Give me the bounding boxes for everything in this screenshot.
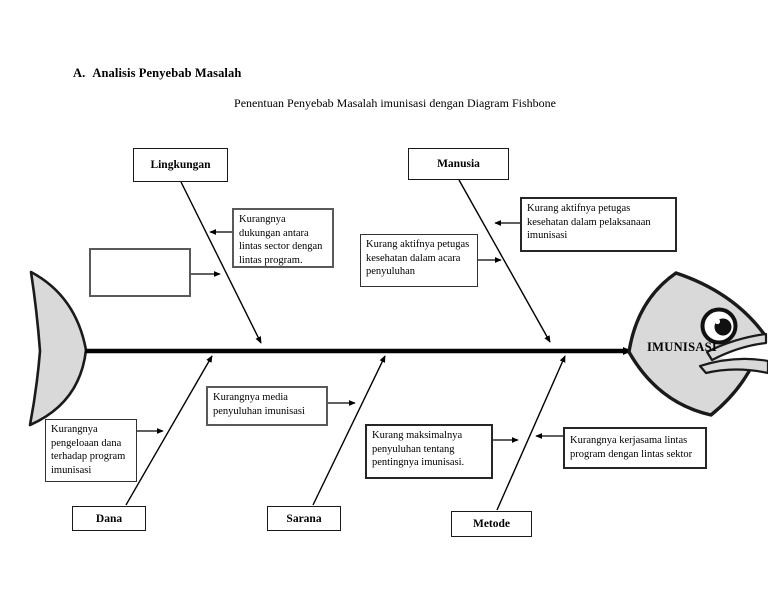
cause-box-aktif-acara-penyuluhan: Kurang aktifnya petugas kesehatan dalam … <box>360 234 478 287</box>
category-box-metode: Metode <box>451 511 532 537</box>
category-label: Dana <box>95 512 123 525</box>
category-box-sarana: Sarana <box>267 506 341 531</box>
cause-box-kerjasama-lintas: Kurangnya kerjasama lintas program denga… <box>563 427 707 469</box>
cause-box-dukungan-lintas: Kurangnya dukungan antara lintas sector … <box>232 208 334 268</box>
fish-tail-icon <box>28 270 88 427</box>
fish-head-icon <box>627 271 768 417</box>
category-label: Metode <box>472 518 511 530</box>
bone-sarana <box>312 355 386 506</box>
fish-lower-lip <box>698 357 768 375</box>
category-box-lingkungan: Lingkungan <box>133 148 228 182</box>
cause-box-media-penyuluhan: Kurangnya media penyuluhan imunisasi <box>206 386 328 426</box>
section-title: Analisis Penyebab Masalah <box>92 66 242 80</box>
bone-metode <box>496 355 566 511</box>
fish-eye-highlight <box>714 318 721 325</box>
cause-box-empty <box>89 248 191 297</box>
diagram-subtitle: Penentuan Penyebab Masalah imunisasi den… <box>234 96 556 110</box>
section-number: A. <box>73 66 86 80</box>
fish-head-shape <box>627 271 766 417</box>
category-box-dana: Dana <box>72 506 146 531</box>
cause-box-pengeloaan-dana: Kurangnya pengeloaan dana terhadap progr… <box>45 419 137 482</box>
cause-box-aktif-pelaksanaan: Kurang aktifnya petugas kesehatan dalam … <box>520 197 677 252</box>
cause-box-maksimal-penyuluhan: Kurang maksimalnya penyuluhan tentang pe… <box>365 424 493 479</box>
fish-upper-lip <box>705 332 768 362</box>
category-label: Lingkungan <box>150 159 211 171</box>
category-label: Sarana <box>286 512 322 525</box>
category-box-manusia: Manusia <box>408 148 509 180</box>
bone-manusia <box>458 179 551 343</box>
category-label: Manusia <box>437 158 480 170</box>
bone-lingkungan <box>180 181 262 344</box>
section-heading: A. Analisis Penyebab Masalah <box>73 66 241 81</box>
head-label: IMUNISASI <box>647 340 718 354</box>
bone-dana <box>125 355 213 506</box>
